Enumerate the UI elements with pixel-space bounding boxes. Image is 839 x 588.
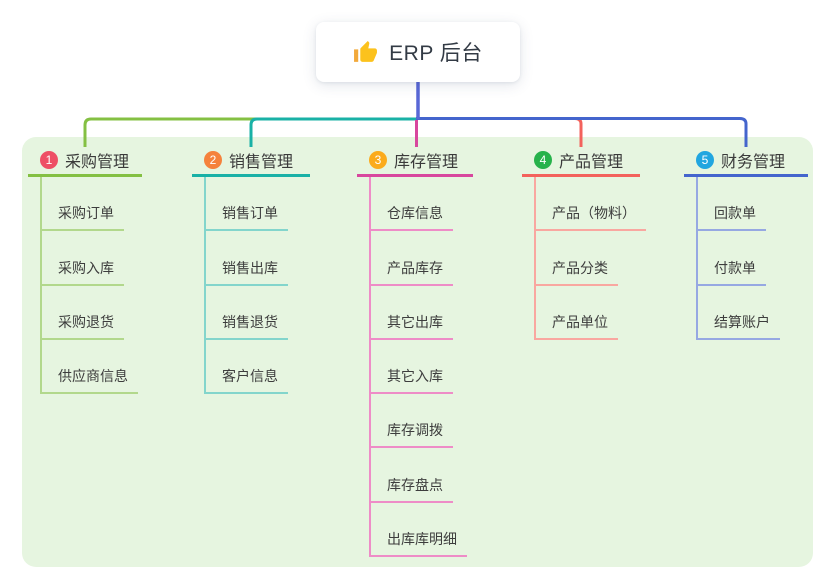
mindmap-branch: 5 财务管理 回款单付款单结算账户 xyxy=(684,146,808,340)
thumbs-up-icon xyxy=(354,40,378,62)
mindmap-subnode[interactable]: 其它入库 xyxy=(371,340,453,395)
branch-children: 仓库信息产品库存其它出库其它入库库存调拨库存盘点出库库明细 xyxy=(369,177,473,558)
mindmap-subnode[interactable]: 销售订单 xyxy=(206,177,288,232)
branch-label: 销售管理 xyxy=(229,154,294,171)
mindmap-branch-node[interactable]: 4 产品管理 xyxy=(522,146,640,177)
mindmap-subnode[interactable]: 库存调拨 xyxy=(371,394,453,449)
branch-children: 产品（物料）产品分类产品单位 xyxy=(534,177,646,340)
mindmap-branch-node[interactable]: 2 销售管理 xyxy=(192,146,310,177)
mindmap-subnode[interactable]: 采购入库 xyxy=(42,231,124,286)
mindmap-subnode[interactable]: 仓库信息 xyxy=(371,177,453,232)
mindmap-subnode[interactable]: 销售出库 xyxy=(206,231,288,286)
branch-number-badge: 2 xyxy=(204,151,222,169)
mindmap-subnode[interactable]: 其它出库 xyxy=(371,286,453,340)
mindmap-branch-node[interactable]: 1 采购管理 xyxy=(28,146,142,177)
branch-children: 回款单付款单结算账户 xyxy=(696,177,808,340)
branch-children: 销售订单销售出库销售退货客户信息 xyxy=(204,177,310,395)
mindmap-branch: 3 库存管理 仓库信息产品库存其它出库其它入库库存调拨库存盘点出库库明细 xyxy=(357,146,473,558)
mindmap-subnode[interactable]: 产品单位 xyxy=(536,286,618,340)
root-node[interactable]: ERP 后台 xyxy=(316,22,520,82)
mindmap-subnode[interactable]: 结算账户 xyxy=(698,286,780,340)
branch-children: 采购订单采购入库采购退货供应商信息 xyxy=(40,177,142,395)
mindmap-subnode[interactable]: 供应商信息 xyxy=(42,340,138,395)
mindmap-canvas xyxy=(22,137,813,567)
mindmap-branch-node[interactable]: 3 库存管理 xyxy=(357,146,473,177)
branch-number-badge: 1 xyxy=(40,151,58,169)
branch-label: 财务管理 xyxy=(721,154,786,171)
mindmap-subnode[interactable]: 采购订单 xyxy=(42,177,124,232)
mindmap-subnode[interactable]: 采购退货 xyxy=(42,286,124,340)
mindmap-subnode[interactable]: 库存盘点 xyxy=(371,448,453,503)
branch-label: 库存管理 xyxy=(394,154,459,171)
mindmap-branch: 4 产品管理 产品（物料）产品分类产品单位 xyxy=(522,146,646,340)
mindmap-subnode[interactable]: 销售退货 xyxy=(206,286,288,340)
branch-label: 产品管理 xyxy=(559,154,624,171)
branch-number-badge: 4 xyxy=(534,151,552,169)
mindmap-subnode[interactable]: 出库库明细 xyxy=(371,503,467,558)
mindmap-subnode[interactable]: 付款单 xyxy=(698,231,766,286)
mindmap-subnode[interactable]: 产品库存 xyxy=(371,231,453,286)
mindmap-subnode[interactable]: 回款单 xyxy=(698,177,766,232)
mindmap-branch-node[interactable]: 5 财务管理 xyxy=(684,146,808,177)
branch-number-badge: 5 xyxy=(696,151,714,169)
mindmap-branch: 2 销售管理 销售订单销售出库销售退货客户信息 xyxy=(192,146,310,395)
mindmap-branch: 1 采购管理 采购订单采购入库采购退货供应商信息 xyxy=(28,146,142,395)
root-label: ERP 后台 xyxy=(389,42,483,65)
mindmap-subnode[interactable]: 客户信息 xyxy=(206,340,288,395)
mindmap-subnode[interactable]: 产品（物料） xyxy=(536,177,646,232)
mindmap-subnode[interactable]: 产品分类 xyxy=(536,231,618,286)
branch-number-badge: 3 xyxy=(369,151,387,169)
branch-label: 采购管理 xyxy=(65,154,130,171)
